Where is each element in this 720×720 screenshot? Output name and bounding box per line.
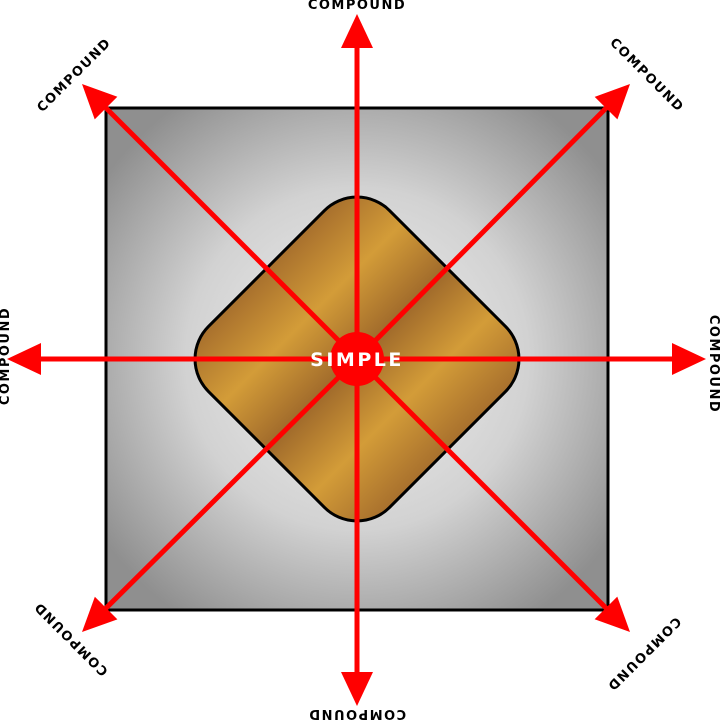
label-south: COMPOUND xyxy=(308,706,406,720)
arrows-group xyxy=(7,14,706,706)
arrow-north-east-shaft xyxy=(355,104,610,361)
arrow-north-east-head xyxy=(594,84,630,120)
arrow-north-head xyxy=(341,14,373,48)
label-east: COMPOUND xyxy=(706,315,720,413)
arrow-east-head xyxy=(672,343,706,375)
arrow-south-west-shaft xyxy=(102,357,359,612)
arrow-south-west-head xyxy=(82,596,118,632)
arrow-west-head xyxy=(7,343,41,375)
center-label: SIMPLE xyxy=(310,349,404,371)
arrow-north-west-shaft xyxy=(102,104,359,361)
arrow-north-west-head xyxy=(82,84,118,120)
label-north: COMPOUND xyxy=(308,0,406,13)
arrow-south-east-head xyxy=(594,596,630,632)
label-west: COMPOUND xyxy=(0,307,13,405)
arrow-south-head xyxy=(341,672,373,706)
center-node xyxy=(330,332,384,386)
arrow-south-east-shaft xyxy=(355,357,610,612)
